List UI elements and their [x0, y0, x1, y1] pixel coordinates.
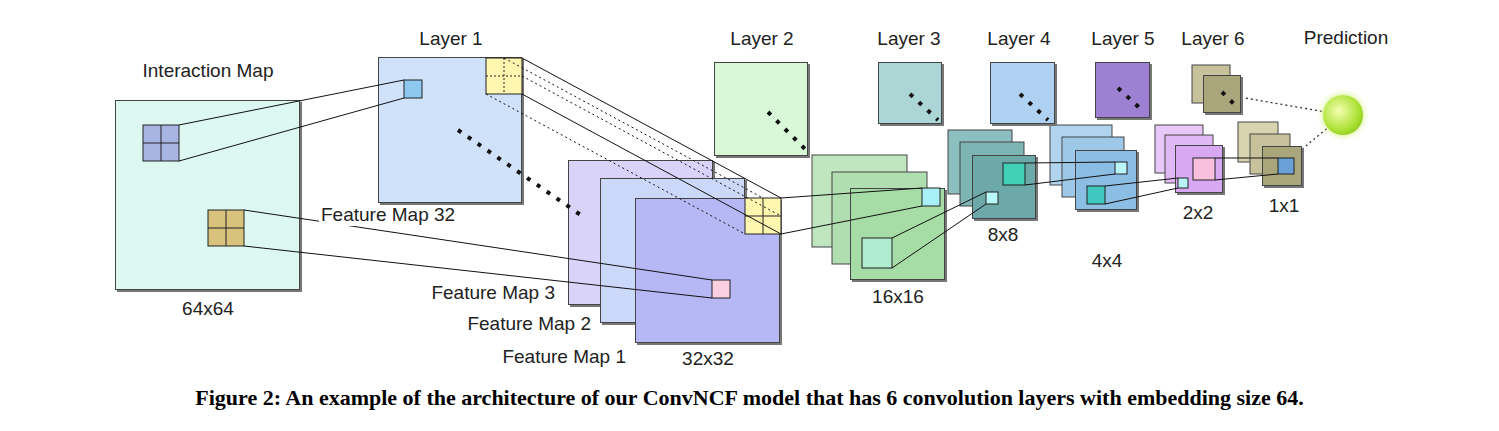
map-label: Layer 3 [875, 29, 942, 50]
map-label: Layer 5 [1089, 29, 1156, 50]
map-label: 2x2 [1181, 203, 1216, 224]
map-label: Layer 2 [728, 29, 795, 50]
map-label: 1x1 [1267, 196, 1302, 217]
feature-map: Layer 5 [1095, 62, 1150, 118]
dotted-connector [1241, 97, 1323, 111]
feature-map: Layer 4 [990, 62, 1055, 124]
map-label: 16x16 [870, 287, 926, 308]
figure-caption: Figure 2: An example of the architecture… [195, 385, 1304, 411]
feature-map: Layer 3 [878, 62, 942, 124]
map-label: Prediction [1302, 28, 1391, 49]
map-label: Layer 1 [417, 29, 484, 50]
map-label: Layer 6 [1179, 29, 1246, 50]
feature-map: 4x4 [1075, 150, 1137, 210]
map-label: Interaction Map [141, 61, 276, 82]
map-label: Feature Map 2 [465, 314, 593, 335]
map-label: 32x32 [680, 349, 736, 370]
prediction-node: Prediction [1323, 95, 1363, 135]
dotted-connector [1302, 128, 1328, 149]
feature-map: Layer 2 [714, 62, 808, 156]
map-label: Layer 4 [985, 29, 1052, 50]
map-label: Feature Map 32 [319, 205, 457, 226]
map-label: 8x8 [986, 225, 1021, 246]
map-label: Feature Map 1 [500, 347, 628, 368]
map-label: 4x4 [1090, 251, 1125, 272]
map-label: 64x64 [180, 299, 236, 320]
map-label: Feature Map 3 [429, 283, 557, 304]
